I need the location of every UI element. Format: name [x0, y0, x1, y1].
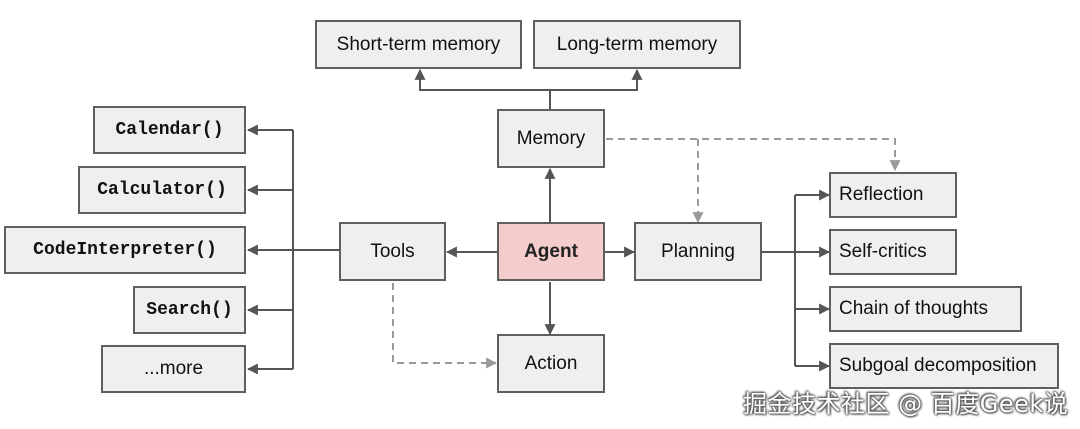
dashed-links: [392, 138, 901, 369]
watermark-text: 掘金技术社区 @ 百度Geek说: [743, 390, 1069, 418]
self-critics-node: Self-critics: [829, 229, 957, 275]
calculator-tool-node: Calculator(): [78, 166, 246, 214]
chain-of-thoughts-node: Chain of thoughts: [829, 286, 1022, 332]
long-term-memory-node: Long-term memory: [533, 20, 741, 69]
more-tools-node: ...more: [101, 345, 246, 393]
agent-links: [445, 167, 636, 336]
agent-node: Agent: [497, 222, 605, 281]
subgoal-decomposition-node: Subgoal decomposition: [829, 343, 1059, 389]
tools-node: Tools: [339, 222, 446, 281]
calendar-tool-node: Calendar(): [93, 106, 246, 154]
short-term-memory-node: Short-term memory: [315, 20, 522, 69]
planning-node: Planning: [634, 222, 762, 281]
action-node: Action: [497, 334, 605, 393]
tools-links: [246, 124, 340, 375]
memory-to-storage-links: [414, 68, 643, 109]
code-interpreter-tool-node: CodeInterpreter(): [4, 226, 246, 274]
memory-node: Memory: [497, 109, 605, 168]
planning-links: [762, 189, 831, 372]
reflection-node: Reflection: [829, 172, 957, 218]
search-tool-node: Search(): [133, 286, 246, 334]
